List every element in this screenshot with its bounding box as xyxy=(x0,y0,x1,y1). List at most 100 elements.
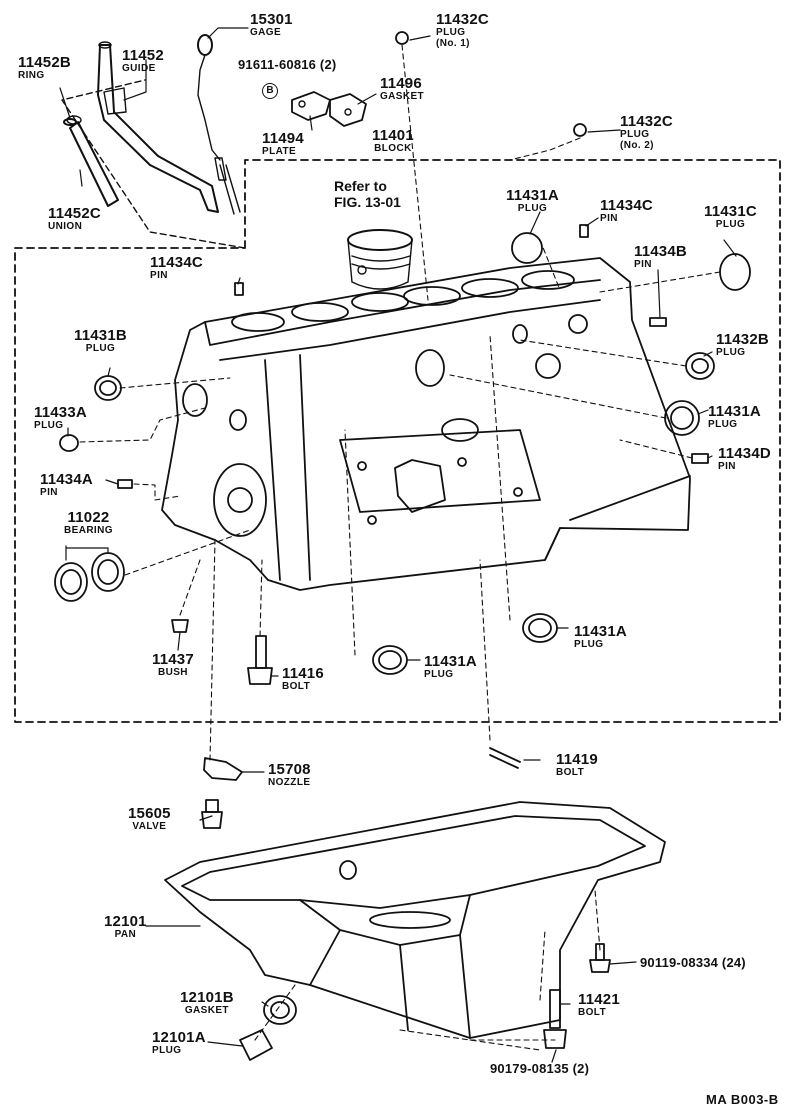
label-11452b-ring[interactable]: 11452B RING xyxy=(18,55,71,81)
part-name: PLUG xyxy=(715,219,746,230)
label-12101-pan[interactable]: 12101 PAN xyxy=(104,914,147,940)
label-11437-bush[interactable]: 11437 BUSH xyxy=(152,652,194,678)
part-name: PIN xyxy=(40,487,58,498)
label-11494-plate[interactable]: 11494 PLATE xyxy=(262,131,304,157)
part-number: 12101 xyxy=(104,913,147,930)
oil-level-gage-drawing xyxy=(197,34,241,215)
label-11452-guide[interactable]: 11452 GUIDE xyxy=(122,48,164,74)
label-11433a-plug[interactable]: 11433A PLUG xyxy=(34,405,87,431)
reference-note: Refer to FIG. 13-01 xyxy=(334,178,401,210)
label-15301-gage[interactable]: 15301 GAGE xyxy=(250,12,293,38)
label-11421-bolt[interactable]: 11421 BOLT xyxy=(578,992,620,1018)
part-number: 11431A xyxy=(574,623,627,640)
label-15605-valve[interactable]: 15605 VALVE xyxy=(128,806,171,832)
part-number: 11432C xyxy=(620,113,673,130)
part-name: PLUG xyxy=(716,347,746,358)
label-11496-gasket[interactable]: 11496 GASKET xyxy=(380,76,424,102)
part-number: 11431A xyxy=(708,403,761,420)
label-11416-bolt[interactable]: 11416 BOLT xyxy=(282,666,324,692)
leader-lines xyxy=(59,27,737,1063)
label-11431a-plug-bottom[interactable]: 11431A PLUG xyxy=(424,654,477,680)
part-name: PLUG xyxy=(424,669,454,680)
small-parts-drawing xyxy=(54,31,751,1061)
part-name: PLUG xyxy=(620,129,650,140)
part-name: RING xyxy=(18,70,45,81)
part-number: 12101A xyxy=(152,1029,206,1046)
part-name: PLUG xyxy=(152,1045,182,1056)
part-number: 91611-60816 (2) xyxy=(238,57,337,72)
label-12101b-gasket[interactable]: 12101B GASKET xyxy=(180,990,234,1016)
part-number: 11416 xyxy=(282,665,324,682)
part-name: PLUG xyxy=(517,203,548,214)
label-11401-block[interactable]: 11401 BLOCK xyxy=(372,128,414,154)
part-name: PLUG xyxy=(708,419,738,430)
part-name: BOLT xyxy=(556,767,585,778)
part-name: PLUG xyxy=(85,343,116,354)
part-number: 11431A xyxy=(424,653,477,670)
part-number: 90119-08334 (24) xyxy=(640,955,746,970)
part-number: 11496 xyxy=(380,75,422,92)
label-11452c-union[interactable]: 11452C UNION xyxy=(48,206,101,232)
part-number: 11437 xyxy=(152,651,194,668)
part-name: PLUG xyxy=(574,639,604,650)
part-name: BOLT xyxy=(578,1007,607,1018)
piston-reference-drawing xyxy=(347,229,413,290)
part-number: 15708 xyxy=(268,761,311,778)
part-name: VALVE xyxy=(132,821,167,832)
part-name: PIN xyxy=(150,270,168,281)
label-11432c-plug-no1[interactable]: 11432C PLUG (No. 1) xyxy=(436,12,489,49)
cylinder-block-drawing xyxy=(161,257,691,591)
b-mark-icon: B xyxy=(262,83,278,99)
label-11431a-plug-top[interactable]: 11431A PLUG xyxy=(506,188,559,214)
part-number: 15301 xyxy=(250,11,293,28)
block-group-dashed-frame xyxy=(14,159,781,723)
ring-drawing xyxy=(63,118,77,126)
label-11434d-pin[interactable]: 11434D PIN xyxy=(718,446,771,472)
label-91611-bolt[interactable]: 91611-60816 (2) B xyxy=(238,58,336,99)
part-name: UNION xyxy=(48,221,83,232)
label-11434c-pin-right[interactable]: 11434C PIN xyxy=(600,198,653,224)
label-11431a-plug-right[interactable]: 11431A PLUG xyxy=(708,404,761,430)
part-number: 11434D xyxy=(718,445,771,462)
part-number: 11419 xyxy=(556,751,598,768)
label-11432b-plug[interactable]: 11432B PLUG xyxy=(716,332,769,358)
label-90119-bolt[interactable]: 90119-08334 (24) xyxy=(640,956,746,969)
part-name: BEARING xyxy=(64,525,113,536)
part-number: 11421 xyxy=(578,991,620,1008)
part-number: 11452B xyxy=(18,54,71,71)
part-number: 11401 xyxy=(372,127,414,144)
label-11431c-plug[interactable]: 11431C PLUG xyxy=(704,204,757,230)
part-name: PLATE xyxy=(262,146,297,157)
label-11434b-pin[interactable]: 11434B PIN xyxy=(634,244,687,270)
part-name: PIN xyxy=(600,213,618,224)
part-number: 11432C xyxy=(436,11,489,28)
part-name: PLUG xyxy=(436,27,466,38)
guide-group-dashed-frame xyxy=(61,79,246,249)
part-number: 11431B xyxy=(74,327,127,344)
part-number: 11022 xyxy=(67,509,110,526)
label-11434c-pin-left[interactable]: 11434C PIN xyxy=(150,255,203,281)
part-name: GASKET xyxy=(184,1005,229,1016)
part-number: 11432B xyxy=(716,331,769,348)
part-number: 11434C xyxy=(600,197,653,214)
label-15708-nozzle[interactable]: 15708 NOZZLE xyxy=(268,762,311,788)
part-name: NOZZLE xyxy=(268,777,311,788)
label-11434a-pin[interactable]: 11434A PIN xyxy=(40,472,93,498)
label-11432c-plug-no2[interactable]: 11432C PLUG (No. 2) xyxy=(620,114,673,151)
label-90179-bolt[interactable]: 90179-08135 (2) xyxy=(490,1062,589,1075)
part-sub: (No. 2) xyxy=(620,140,654,151)
part-number: 11431A xyxy=(506,187,559,204)
label-12101a-plug[interactable]: 12101A PLUG xyxy=(152,1030,206,1056)
part-number: 11494 xyxy=(262,130,304,147)
label-11419-bolt[interactable]: 11419 BOLT xyxy=(556,752,598,778)
label-11431a-plug-bottom-right[interactable]: 11431A PLUG xyxy=(574,624,627,650)
label-11431b-plug[interactable]: 11431B PLUG xyxy=(74,328,127,354)
part-name: GAGE xyxy=(250,27,282,38)
part-name: PIN xyxy=(718,461,736,472)
part-name: GUIDE xyxy=(122,63,156,74)
oil-pan-drawing xyxy=(164,801,666,1039)
oil-guide-tube-drawing xyxy=(97,41,219,213)
plate-gasket-drawing xyxy=(291,91,367,127)
part-number: 15605 xyxy=(128,805,171,822)
label-11022-bearing[interactable]: 11022 BEARING xyxy=(64,510,113,536)
